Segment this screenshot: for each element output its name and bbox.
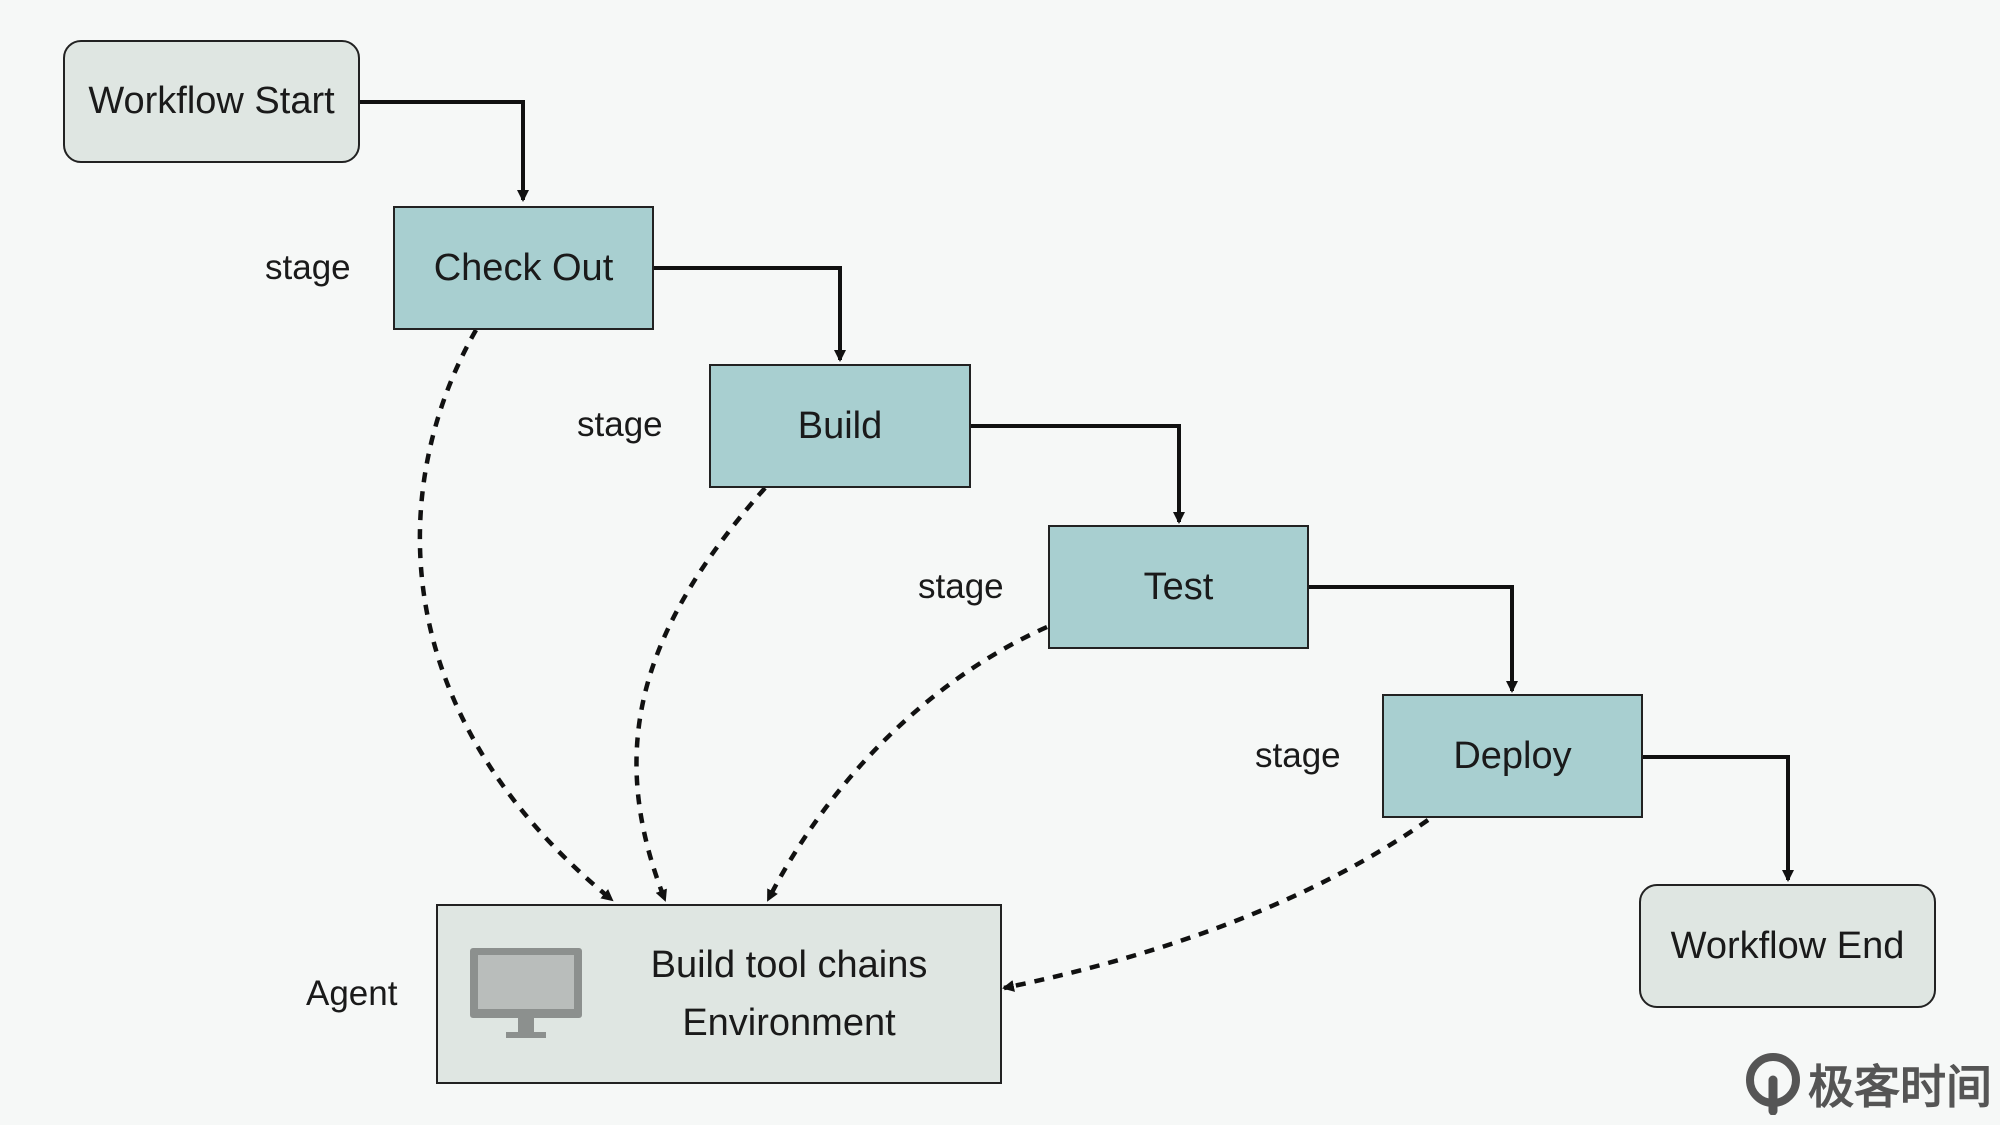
- stage-tag-test: stage: [918, 567, 1004, 606]
- workflow-start-label: Workflow Start: [88, 80, 335, 122]
- stage-tag-checkout: stage: [265, 248, 351, 287]
- agent-label: Agent: [306, 974, 398, 1013]
- agent-line-2: Environment: [682, 1002, 896, 1044]
- flow-arrow-build-test: [971, 424, 1185, 524]
- flow-arrow-checkout-build: [654, 266, 846, 362]
- watermark-text: 极客时间: [1808, 1061, 1992, 1113]
- workflow-end-node: Workflow End: [1639, 884, 1936, 1008]
- agent-arrow-build: [634, 486, 767, 902]
- flow-arrow-deploy-end: [1643, 755, 1794, 882]
- agent-line-1: Build tool chains: [650, 944, 928, 986]
- stage-deploy: Deploy: [1382, 694, 1643, 818]
- stage-deploy-label: Deploy: [1453, 734, 1572, 777]
- workflow-start-node: Workflow Start: [63, 40, 360, 163]
- stage-tag-build: stage: [577, 405, 663, 444]
- monitor-icon: [470, 948, 582, 1038]
- stage-tag-deploy: stage: [1255, 736, 1341, 775]
- stage-build: Build: [709, 364, 971, 488]
- stage-checkout-label: Check Out: [433, 246, 614, 289]
- stage-test: Test: [1048, 525, 1309, 649]
- stage-test-label: Test: [1143, 565, 1214, 608]
- flow-arrow-start-checkout: [360, 100, 529, 202]
- watermark: 极客时间: [1744, 1051, 1992, 1117]
- agent-box: Build tool chains Environment: [436, 904, 1002, 1084]
- stage-build-label: Build: [797, 404, 883, 447]
- flow-arrow-test-deploy: [1309, 585, 1518, 693]
- agent-arrow-deploy: [1002, 818, 1430, 992]
- agent-description: Build tool chains Environment: [608, 906, 970, 1082]
- stage-checkout: Check Out: [393, 206, 654, 330]
- geektime-logo-icon: [1746, 1053, 1800, 1115]
- agent-arrow-test: [765, 624, 1048, 902]
- workflow-end-label: Workflow End: [1670, 924, 1905, 967]
